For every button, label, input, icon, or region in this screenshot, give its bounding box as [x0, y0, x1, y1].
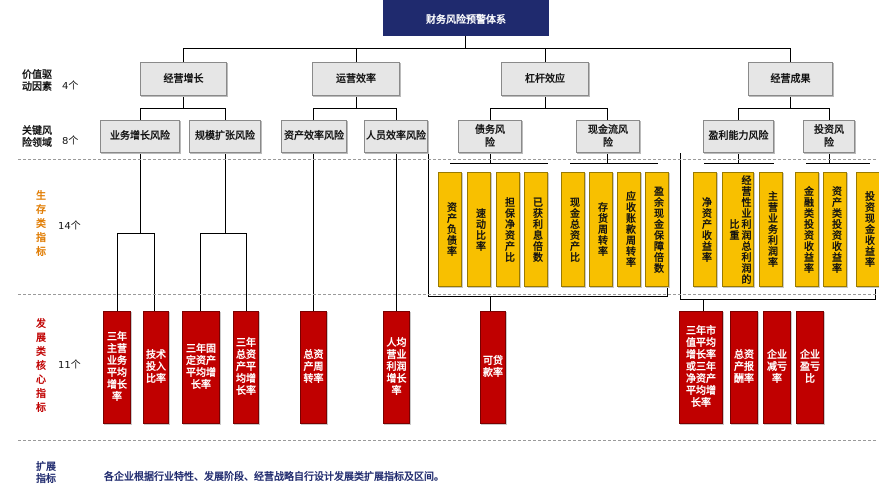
- survival-label: 投资现金收益率: [862, 191, 874, 268]
- survival-label: 主营业务利润率: [765, 191, 777, 268]
- core-label: 企业盈亏比: [800, 349, 820, 385]
- survival-indicator: 主营业务利润率: [759, 172, 783, 287]
- key-business-growth-risk: 业务增长风险: [100, 120, 180, 153]
- core-indicator: 三年固定资产平均增长率: [182, 311, 220, 424]
- core-label: 总资产报酬率: [734, 349, 754, 385]
- key-area-label: 资产效率风险: [284, 131, 344, 142]
- survival-indicator: 经营性业利润总利润的比重: [722, 172, 754, 287]
- key-area-label: 人员效率风险: [366, 131, 426, 142]
- key-area-label: 债务风险: [475, 124, 505, 149]
- driver-operating-results: 经营成果: [748, 62, 833, 96]
- survival-indicator: 已获利息倍数: [524, 172, 548, 287]
- survival-label: 应收账款周转率: [623, 191, 635, 268]
- core-indicator: 企业减亏率: [763, 311, 791, 424]
- key-investment-risk: 投资风险: [803, 120, 855, 153]
- core-label: 技术投入比率: [146, 349, 166, 385]
- survival-label: 现金总资产比: [567, 196, 579, 263]
- survival-indicator: 速动比率: [467, 172, 491, 287]
- key-area-label: 规模扩张风险: [195, 131, 255, 142]
- core-indicator: 人均营业利润增长率: [383, 311, 410, 424]
- survival-label: 资产类投资收益率: [829, 185, 841, 274]
- row-label-ext: 扩展指标: [36, 462, 56, 485]
- core-indicator: 企业盈亏比: [796, 311, 824, 424]
- core-label: 三年固定资产平均增长率: [186, 343, 216, 391]
- driver-operating-efficiency: 运营效率: [312, 62, 400, 96]
- survival-indicator: 存货周转率: [589, 172, 613, 287]
- key-profitability-risk: 盈利能力风险: [703, 120, 774, 153]
- row-count-core: 11个: [58, 360, 81, 371]
- survival-indicator: 净资产收益率: [693, 172, 717, 287]
- survival-label: 速动比率: [473, 207, 485, 252]
- row-label-core: 发展类核心指标: [36, 319, 46, 414]
- key-asset-efficiency-risk: 资产效率风险: [281, 120, 347, 153]
- key-area-label: 投资风险: [814, 124, 844, 149]
- driver-business-growth: 经营增长: [140, 62, 227, 96]
- survival-label: 资产负债率: [444, 202, 456, 257]
- core-label: 三年总资产平均增长率: [236, 337, 256, 397]
- survival-label: 金融类投资收益率: [801, 185, 813, 274]
- row-label-driver: 价值驱动因素: [22, 70, 52, 93]
- survival-label: 存货周转率: [595, 202, 607, 257]
- core-label: 人均营业利润增长率: [386, 337, 407, 397]
- key-area-label: 盈利能力风险: [708, 131, 769, 142]
- survival-indicator: 应收账款周转率: [617, 172, 641, 287]
- survival-indicator: 资产负债率: [438, 172, 462, 287]
- core-label: 总资产周转率: [303, 349, 324, 385]
- row-label-key: 关键风险领域: [22, 126, 52, 149]
- core-indicator: 三年主营业务平均增长率: [103, 311, 131, 424]
- extension-note: 各企业根据行业特性、发展阶段、经营战略自行设计发展类扩展指标及区间。: [104, 472, 444, 483]
- survival-indicator: 资产类投资收益率: [823, 172, 847, 287]
- key-staff-efficiency-risk: 人员效率风险: [364, 120, 428, 153]
- core-indicator: 三年总资产平均增长率: [233, 311, 259, 424]
- survival-indicator: 金融类投资收益率: [795, 172, 819, 287]
- survival-indicator: 现金总资产比: [561, 172, 585, 287]
- core-indicator: 可贷款率: [480, 311, 506, 424]
- driver-leverage-effect: 杠杆效应: [501, 62, 589, 96]
- row-count-driver: 4个: [62, 81, 79, 92]
- core-indicator: 技术投入比率: [143, 311, 169, 424]
- driver-label: 经营成果: [770, 73, 811, 85]
- core-label: 可贷款率: [483, 355, 503, 379]
- core-label: 三年主营业务平均增长率: [107, 331, 127, 403]
- survival-label: 担保净资产比: [502, 196, 514, 263]
- survival-label: 经营性业利润总利润的比重: [727, 174, 750, 285]
- key-debt-risk: 债务风险: [458, 120, 522, 153]
- driver-label: 杠杆效应: [525, 73, 565, 85]
- root-node: 财务风险预警体系: [383, 0, 549, 36]
- core-label: 企业减亏率: [767, 349, 787, 385]
- core-indicator: 总资产报酬率: [730, 311, 758, 424]
- row-label-survival: 生存类指标: [36, 191, 46, 258]
- survival-indicator: 投资现金收益率: [856, 172, 879, 287]
- row-count-survival: 14个: [58, 221, 81, 232]
- root-title: 财务风险预警体系: [426, 14, 506, 26]
- key-cashflow-risk: 现金流风险: [576, 120, 640, 153]
- driver-label: 运营效率: [336, 73, 376, 85]
- key-area-label: 业务增长风险: [110, 131, 170, 142]
- core-indicator: 总资产周转率: [300, 311, 327, 424]
- survival-label: 盈余现金保障倍数: [651, 185, 663, 274]
- key-area-label: 现金流风险: [588, 124, 628, 149]
- core-indicator: 三年市值平均增长率或三年净资产平均增长率: [679, 311, 723, 424]
- survival-indicator: 盈余现金保障倍数: [645, 172, 669, 287]
- survival-label: 已获利息倍数: [530, 196, 542, 263]
- core-label: 三年市值平均增长率或三年净资产平均增长率: [686, 325, 716, 409]
- survival-label: 净资产收益率: [699, 196, 711, 263]
- row-count-key: 8个: [62, 136, 79, 147]
- survival-indicator: 担保净资产比: [496, 172, 520, 287]
- key-scale-expansion-risk: 规模扩张风险: [189, 120, 261, 153]
- driver-label: 经营增长: [163, 73, 204, 85]
